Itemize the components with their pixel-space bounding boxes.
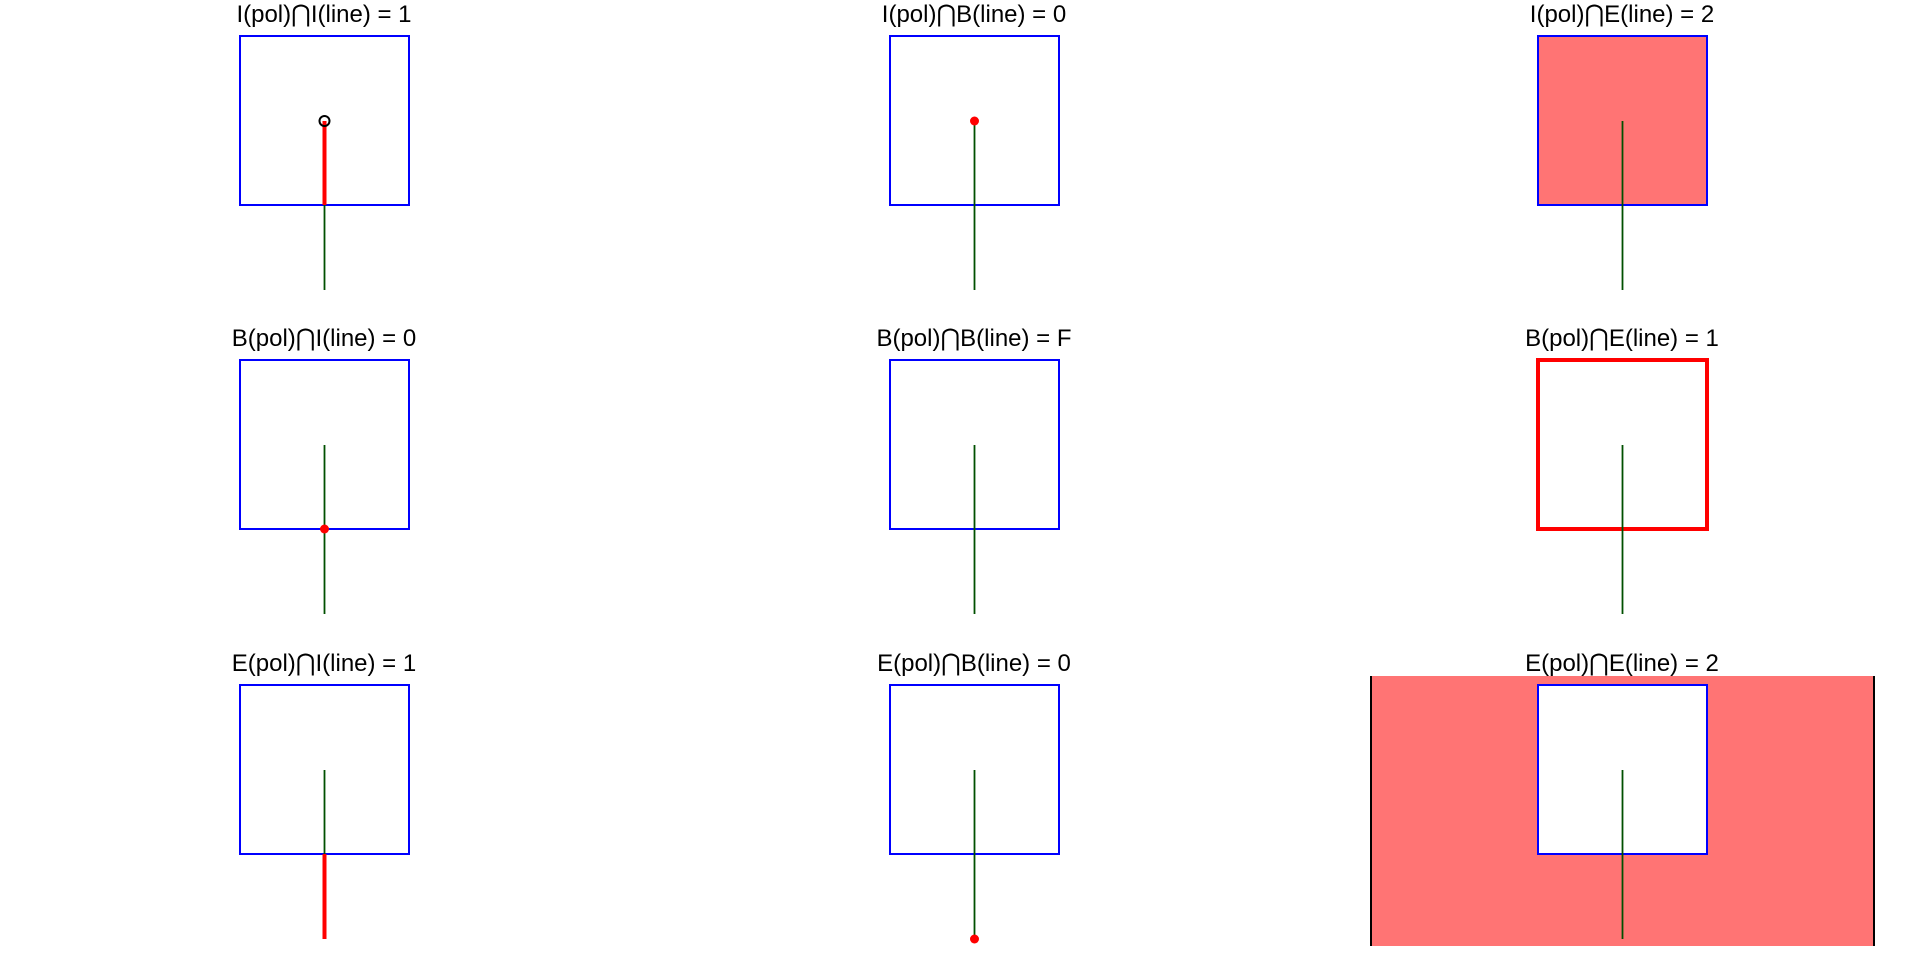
panel-title-3: I(pol)⋂E(line) = 2 [1530, 1, 1714, 28]
panel-title-5: B(pol)⋂B(line) = F [876, 325, 1071, 352]
panel-title-9: E(pol)⋂E(line) = 2 [1525, 650, 1719, 677]
line-end-point [970, 934, 979, 944]
panel-title-2: I(pol)⋂B(line) = 0 [882, 1, 1066, 28]
panel-title-8: E(pol)⋂B(line) = 0 [877, 650, 1071, 677]
panel-title-7: E(pol)⋂I(line) = 1 [232, 650, 416, 677]
polygon-exterior-fill [1371, 676, 1874, 946]
line-start-point [970, 116, 979, 126]
panel-title-6: B(pol)⋂E(line) = 1 [1525, 325, 1719, 352]
crossing-point [320, 524, 329, 534]
panel-title-1: I(pol)⋂I(line) = 1 [236, 1, 411, 28]
panel-title-4: B(pol)⋂I(line) = 0 [232, 325, 416, 352]
line-start-open-point [318, 115, 331, 127]
